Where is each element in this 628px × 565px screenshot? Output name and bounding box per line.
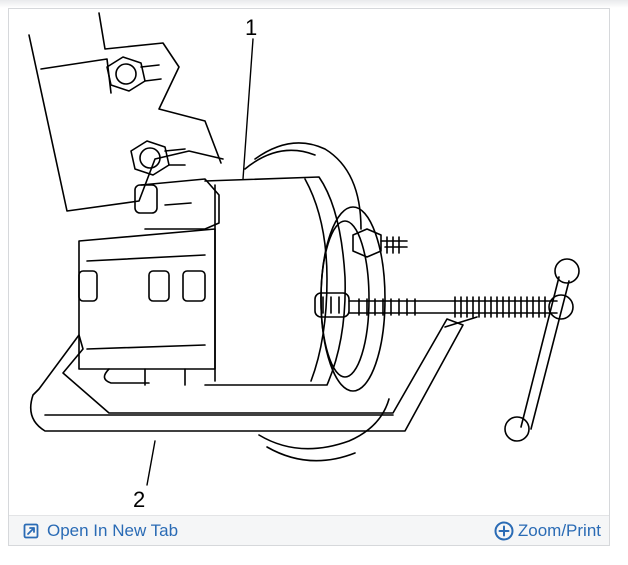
clamp-t-handle bbox=[504, 258, 580, 442]
upper-bolt bbox=[106, 56, 162, 92]
callout-1: 1 bbox=[245, 15, 257, 40]
zoom-plus-icon bbox=[494, 521, 514, 541]
zoom-print-label: Zoom/Print bbox=[517, 520, 601, 540]
brake-rotor bbox=[244, 142, 390, 462]
callout-leaders bbox=[146, 38, 254, 486]
open-in-new-tab-label: Open In New Tab bbox=[47, 520, 179, 540]
hub-flange bbox=[320, 206, 408, 392]
brake-caliper bbox=[78, 176, 346, 386]
steering-knuckle bbox=[28, 12, 224, 212]
caliper-piston-compress-diagram: 1 2 bbox=[9, 9, 609, 515]
c-clamp-tool bbox=[29, 316, 478, 432]
lower-bolt bbox=[130, 140, 186, 176]
top-strip bbox=[0, 0, 628, 8]
clamp-screw bbox=[314, 292, 574, 320]
open-new-tab-icon bbox=[23, 523, 39, 539]
zoom-print-link[interactable]: Zoom/Print bbox=[494, 521, 601, 541]
callout-2: 2 bbox=[133, 487, 145, 512]
image-card: 1 2 Open In New Tab Zoom/Print bbox=[8, 8, 610, 546]
image-footer-bar: Open In New Tab Zoom/Print bbox=[9, 515, 609, 545]
open-in-new-tab-link[interactable]: Open In New Tab bbox=[23, 521, 178, 541]
